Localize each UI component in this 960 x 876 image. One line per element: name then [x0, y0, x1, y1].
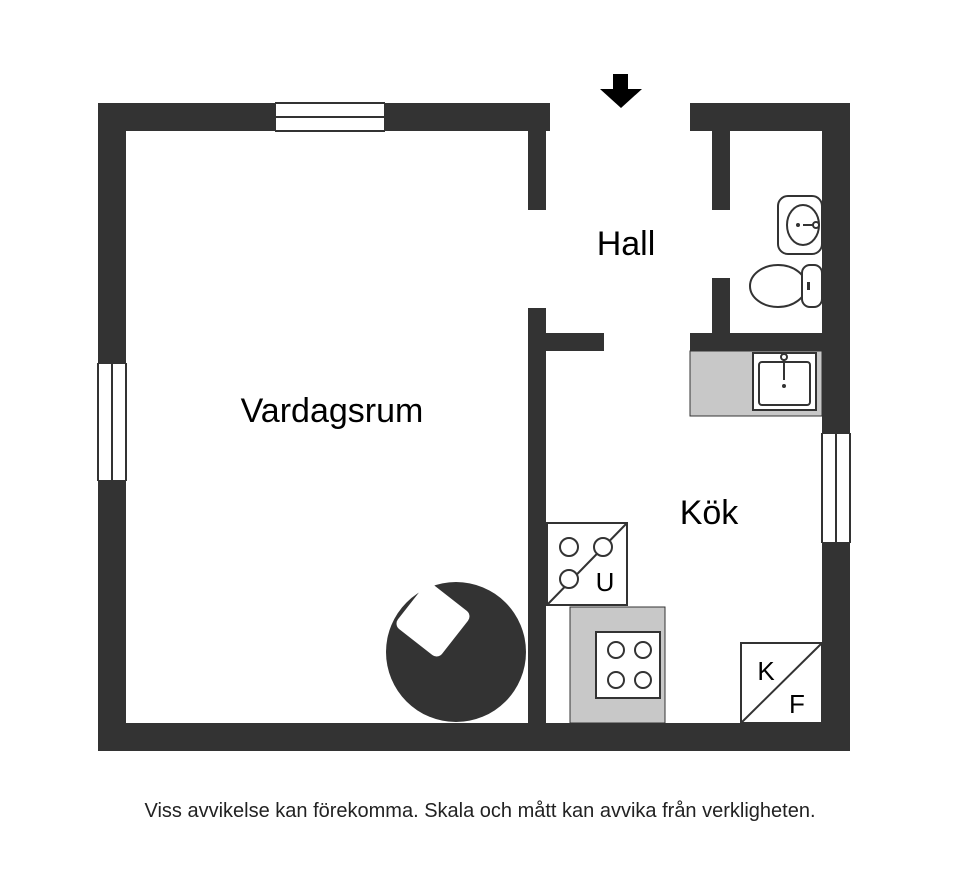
room-label-vardagsrum: Vardagsrum [241, 392, 424, 430]
stove-icon [595, 631, 661, 699]
washbasin-icon [777, 195, 823, 255]
fridge-icon [740, 642, 823, 724]
windows [97, 102, 851, 544]
walls [98, 103, 850, 751]
sink-icon [752, 352, 817, 411]
window-left [97, 362, 127, 482]
room-label-kok: Kök [680, 494, 740, 532]
wall-right [822, 103, 850, 751]
window-right [821, 432, 851, 544]
wall-bath-west-upper [712, 103, 730, 210]
armchair-icon [386, 582, 526, 722]
arrow-down-icon [600, 74, 642, 108]
freezer-icon [546, 522, 628, 606]
window-top [274, 102, 386, 132]
fridge-label-top: K [757, 656, 775, 686]
wall-bath-south [690, 333, 850, 351]
wall-kitchen-west [528, 308, 546, 751]
wall-hall-stub [528, 333, 604, 351]
wall-bottom [98, 723, 850, 751]
freezer-label: U [596, 567, 615, 597]
toilet-icon [749, 264, 823, 308]
fridge-label-bottom: F [789, 689, 805, 719]
wall-bath-west-lower [712, 278, 730, 351]
room-label-hall: Hall [597, 225, 656, 263]
disclaimer-text: Viss avvikelse kan förekomma. Skala och … [144, 800, 816, 822]
wall-hall-west-upper [528, 103, 546, 210]
